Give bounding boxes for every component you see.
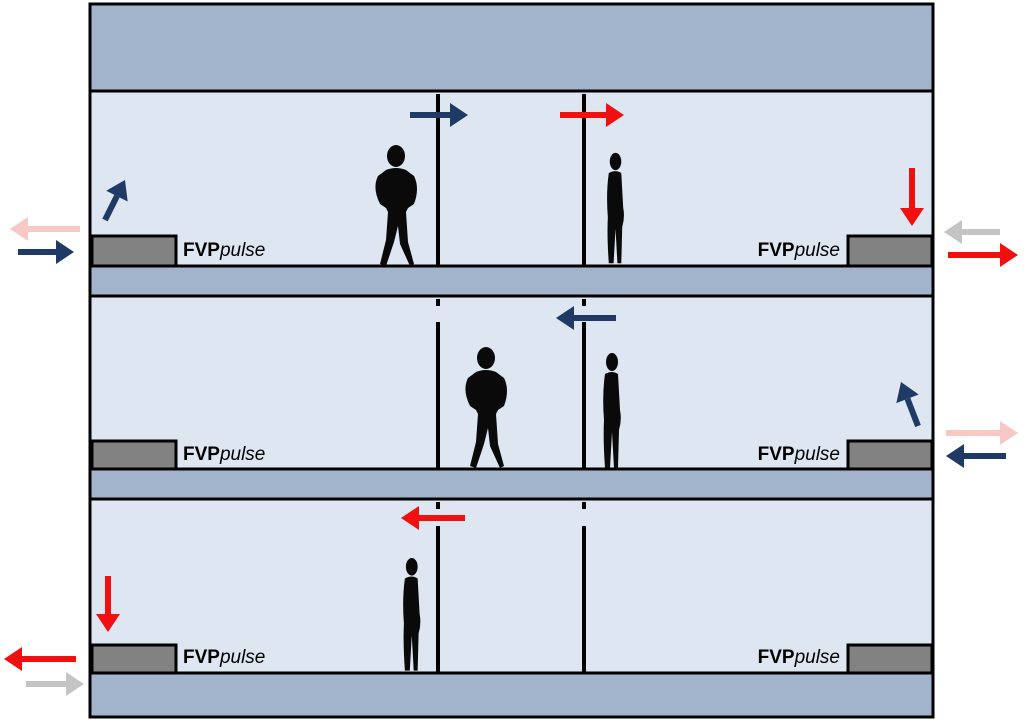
unit-label-model: pulse bbox=[794, 240, 840, 261]
flow-arrow-icon bbox=[26, 672, 84, 696]
building-section bbox=[88, 2, 935, 719]
unit-label-model: pulse bbox=[794, 647, 840, 668]
flow-arrow-icon bbox=[946, 444, 1006, 468]
unit-label: FVPpulse bbox=[183, 444, 265, 465]
airflow-arrows bbox=[4, 103, 1018, 696]
fvp-pulse-unit bbox=[846, 643, 934, 675]
unit-label-brand: FVP bbox=[758, 444, 795, 465]
unit-label: FVPpulse bbox=[758, 240, 840, 261]
unit-label: FVPpulse bbox=[758, 647, 840, 668]
unit-label-brand: FVP bbox=[183, 647, 220, 668]
floor-room bbox=[88, 497, 935, 675]
flow-arrow-icon bbox=[946, 421, 1018, 445]
unit-label-model: pulse bbox=[219, 240, 265, 261]
flow-arrow-icon bbox=[102, 180, 128, 222]
floor-slab bbox=[88, 671, 935, 719]
flow-arrow-icon bbox=[556, 306, 616, 330]
fvp-pulse-unit bbox=[846, 234, 934, 268]
partition-walls bbox=[436, 94, 586, 673]
unit-label-model: pulse bbox=[794, 444, 840, 465]
floor-room bbox=[88, 89, 935, 268]
flow-arrow-icon bbox=[896, 382, 921, 428]
flow-arrow-icon bbox=[18, 240, 74, 264]
unit-label: FVPpulse bbox=[183, 240, 265, 261]
unit-label: FVPpulse bbox=[758, 444, 840, 465]
fvp-pulse-unit bbox=[90, 439, 178, 471]
flow-arrow-icon bbox=[948, 243, 1018, 267]
unit-label-model: pulse bbox=[219, 647, 265, 668]
flow-arrow-icon bbox=[900, 168, 924, 226]
unit-label: FVPpulse bbox=[183, 647, 265, 668]
flow-arrow-icon bbox=[944, 220, 1000, 244]
flow-arrow-icon bbox=[96, 576, 120, 632]
unit-label-brand: FVP bbox=[758, 647, 795, 668]
floor-slab bbox=[88, 467, 935, 501]
unit-label-model: pulse bbox=[219, 444, 265, 465]
flow-arrow-icon bbox=[560, 103, 624, 127]
flow-arrow-icon bbox=[4, 647, 76, 671]
unit-label-brand: FVP bbox=[183, 240, 220, 261]
roof-slab bbox=[88, 2, 935, 93]
unit-label-brand: FVP bbox=[183, 444, 220, 465]
unit-label-brand: FVP bbox=[758, 240, 795, 261]
flow-arrow-icon bbox=[401, 506, 465, 530]
flow-arrow-icon bbox=[410, 103, 468, 127]
floor-slab bbox=[88, 264, 935, 298]
flow-arrow-icon bbox=[10, 217, 80, 241]
fvp-pulse-unit bbox=[90, 234, 178, 268]
fvp-pulse-unit bbox=[90, 643, 178, 675]
fvp-pulse-unit bbox=[846, 439, 934, 471]
